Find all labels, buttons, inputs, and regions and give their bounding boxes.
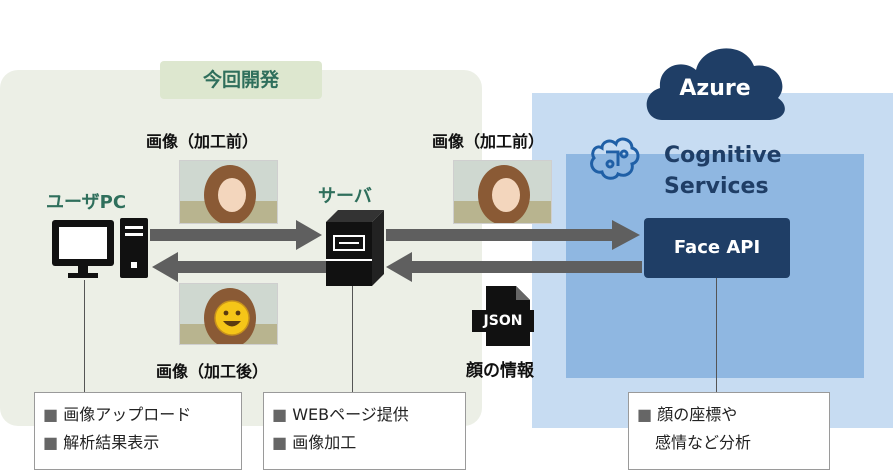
face-api-box: Face API	[644, 218, 790, 278]
bullet-icon: ■	[272, 405, 288, 424]
note-text: WEBページ提供	[292, 405, 409, 424]
bullet-icon: ■	[43, 405, 59, 424]
bullet-icon: ■	[272, 433, 288, 452]
bullet-icon: ■	[637, 405, 653, 424]
cognitive-line1: Cognitive	[664, 143, 782, 168]
cognitive-services-title: Cognitive Services	[664, 140, 782, 202]
photo-processed	[179, 283, 278, 345]
arrow-pc-to-server-head	[296, 220, 322, 250]
caption-face-info: 顔の情報	[466, 361, 534, 381]
note-item: ■ 画像アップロード	[35, 401, 241, 429]
note-face-api: ■ 顔の座標や 感情など分析	[628, 392, 830, 470]
arrow-server-to-pc	[176, 261, 326, 273]
note-item: ■ WEBページ提供	[264, 401, 465, 429]
caption-image-before-right: 画像（加工前）	[432, 132, 545, 151]
arrow-pc-to-server	[150, 229, 300, 241]
arrow-server-to-faceapi-head	[612, 220, 640, 250]
portrait-smiley-photo-icon	[180, 284, 277, 344]
note-text: 画像アップロード	[63, 405, 192, 424]
desktop-pc-icon	[52, 218, 148, 278]
connector-pc-note	[84, 280, 85, 392]
azure-cloud-icon	[646, 48, 785, 120]
server-icon	[326, 210, 384, 286]
note-text: 画像加工	[292, 433, 357, 452]
arrow-server-to-faceapi	[386, 229, 616, 241]
arrow-faceapi-to-server	[410, 261, 642, 273]
azure-label: Azure	[679, 76, 751, 101]
caption-image-before-left: 画像（加工前）	[146, 132, 259, 151]
arrow-faceapi-to-server-head	[386, 252, 412, 282]
note-item: ■ 顔の座標や	[629, 401, 829, 429]
bullet-icon: ■	[43, 433, 59, 452]
brain-circuit-icon	[590, 137, 640, 180]
photo-original-left	[179, 160, 278, 224]
portrait-photo-icon	[180, 161, 277, 223]
caption-image-after: 画像（加工後）	[156, 362, 269, 381]
note-user-pc: ■ 画像アップロード ■ 解析結果表示	[34, 392, 242, 470]
photo-original-right	[453, 160, 552, 224]
portrait-photo-icon	[454, 161, 551, 223]
note-text: 顔の座標や	[657, 405, 738, 424]
arrow-server-to-pc-head	[152, 252, 178, 282]
cognitive-line2: Services	[664, 174, 769, 199]
project-scope-label: 今回開発	[160, 61, 322, 99]
json-label: JSON	[472, 310, 534, 332]
note-item: ■ 画像加工	[264, 429, 465, 457]
server-label: サーバ	[318, 186, 372, 207]
note-server: ■ WEBページ提供 ■ 画像加工	[263, 392, 466, 470]
note-text: 感情など分析	[655, 433, 752, 452]
note-item: 感情など分析	[629, 429, 829, 457]
user-pc-label: ユーザPC	[46, 192, 127, 213]
connector-faceapi-note	[716, 278, 717, 392]
connector-server-note	[352, 286, 353, 392]
note-text: 解析結果表示	[63, 433, 160, 452]
note-item: ■ 解析結果表示	[35, 429, 241, 457]
